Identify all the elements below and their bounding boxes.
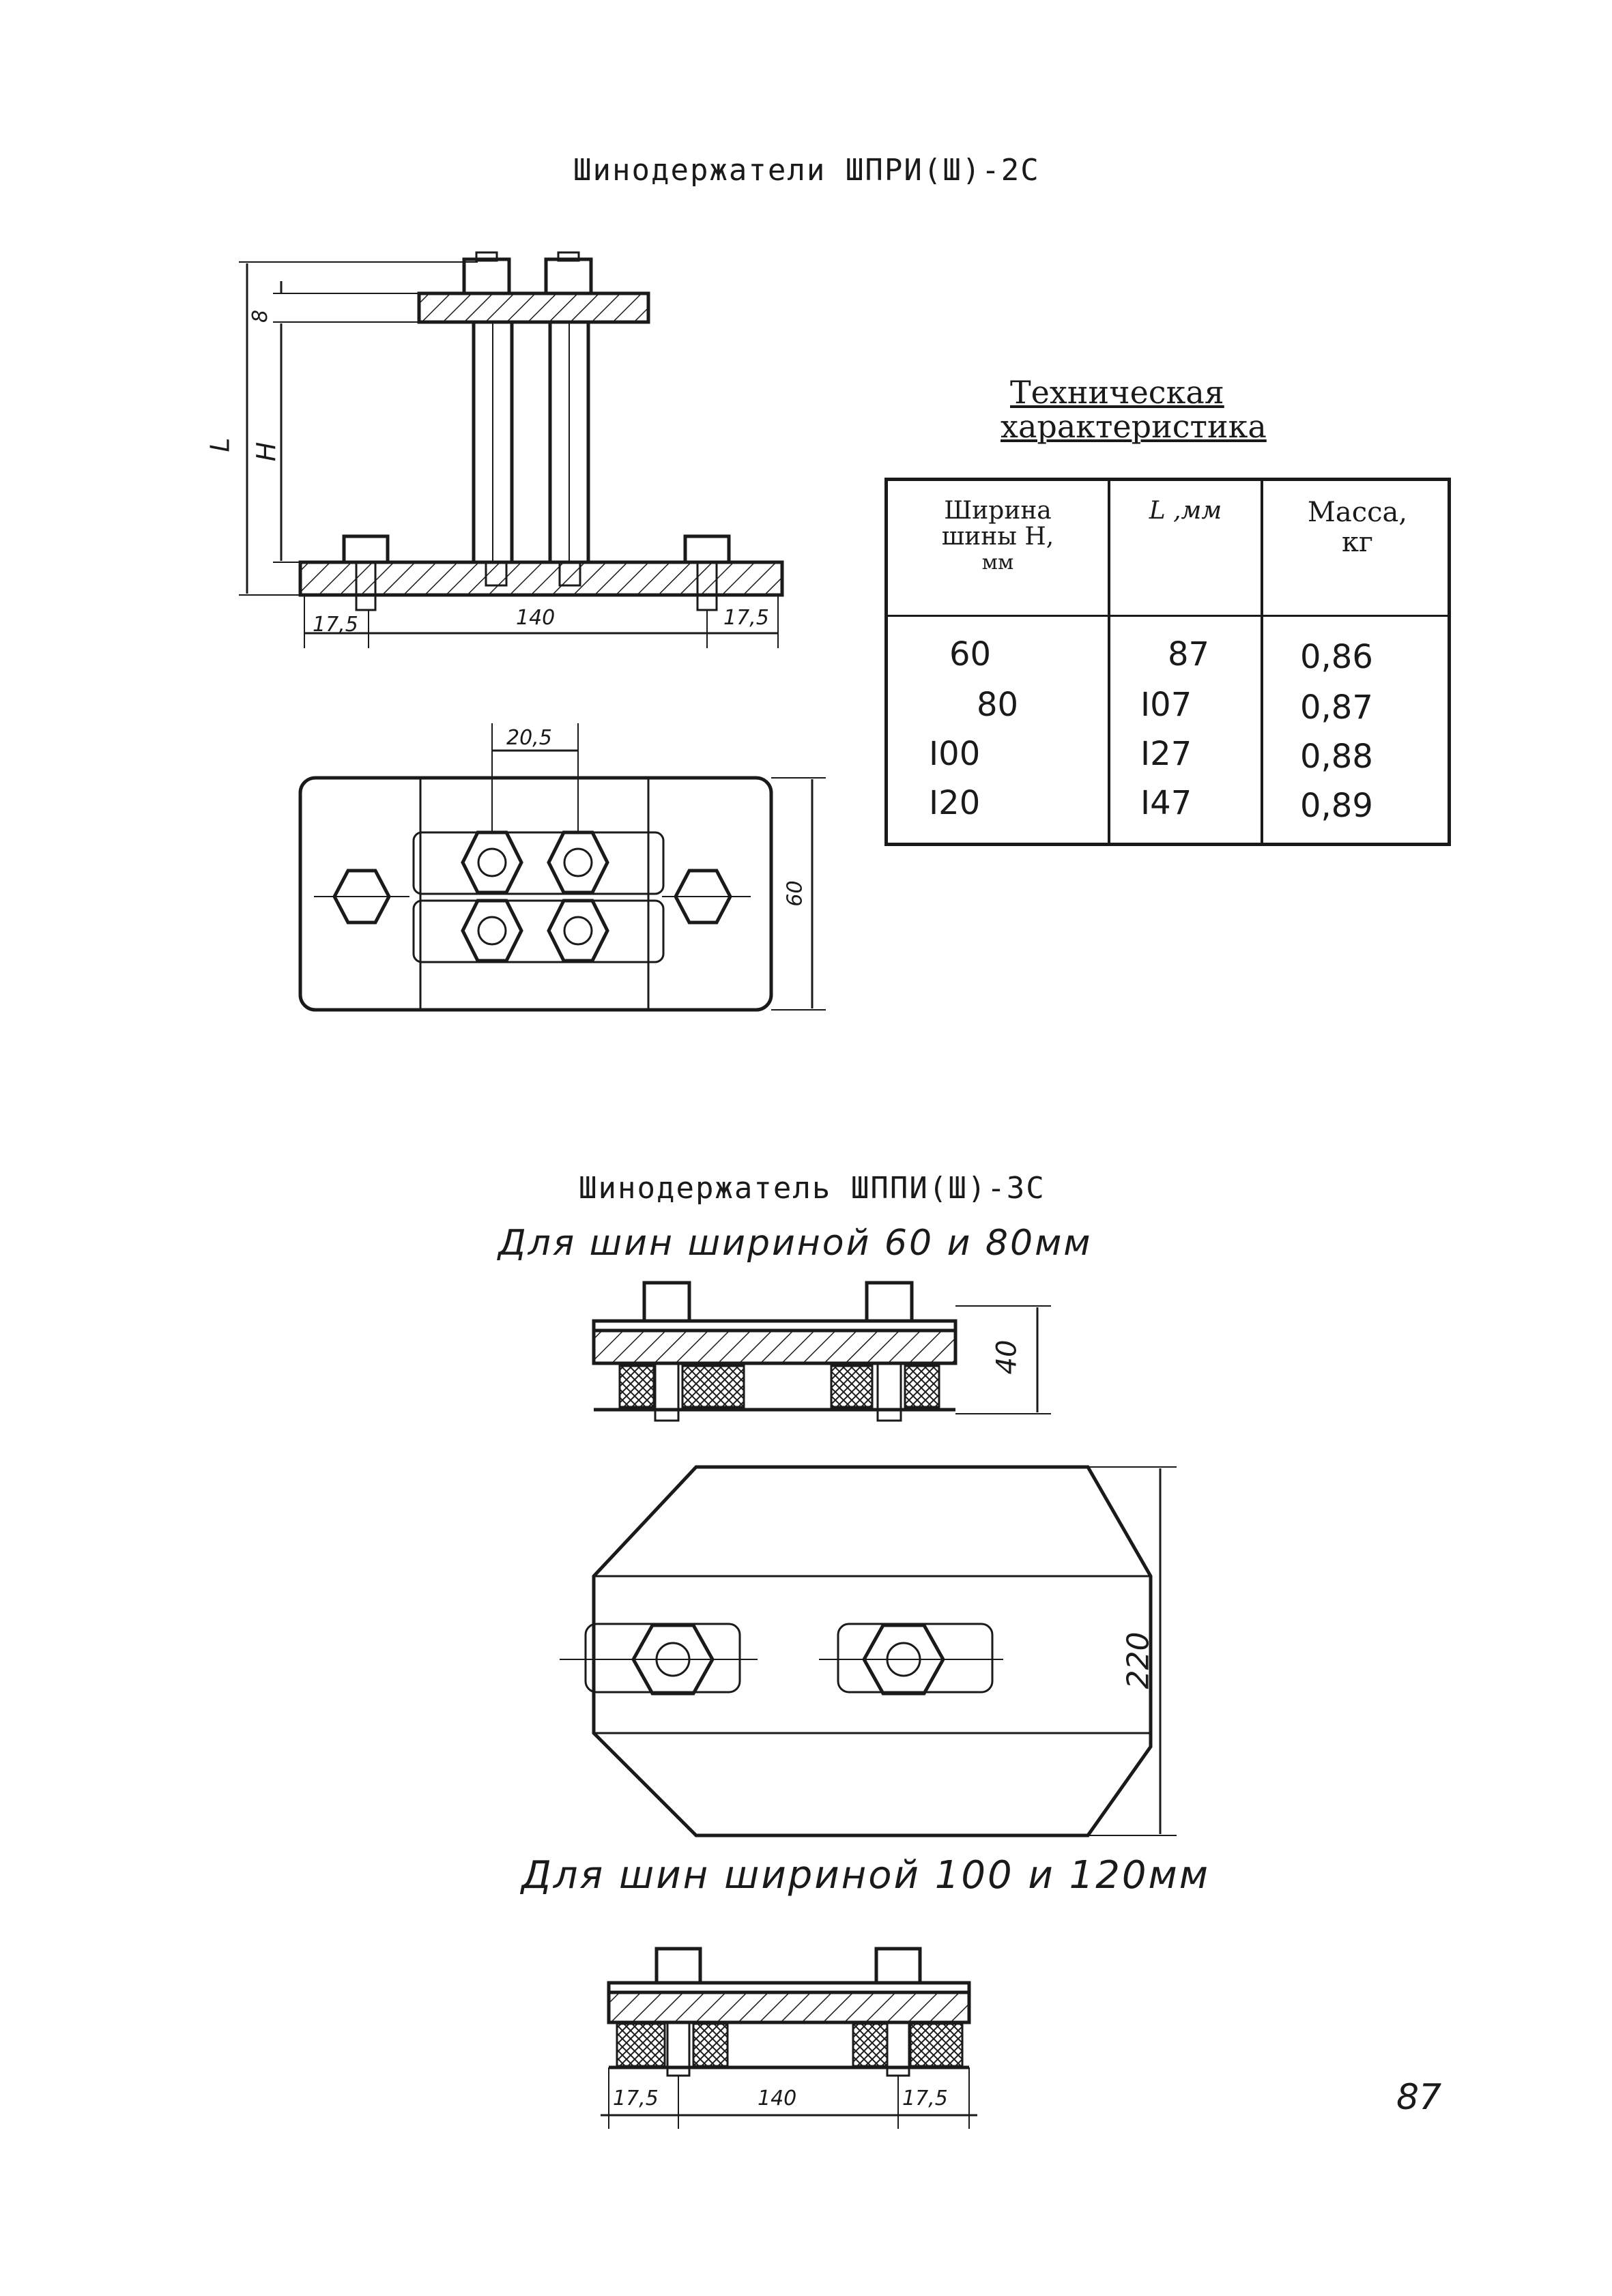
dim-holder-height: 40 <box>991 1339 1023 1375</box>
row-4-length: I47 <box>1140 784 1192 822</box>
holder-2c-plan-view <box>298 723 826 1012</box>
col-length: L ,мм <box>1149 497 1222 525</box>
col-width-l1: Ширина <box>944 497 1052 525</box>
dim-base-length: 140 <box>516 606 556 630</box>
row-2-width: 80 <box>977 686 1019 724</box>
row-3-mass: 0,88 <box>1300 738 1373 776</box>
dim-L: L <box>205 437 235 452</box>
dim-right-offset: 17,5 <box>723 606 769 630</box>
dim-3c-left: 17,5 <box>613 2087 659 2110</box>
page-number: 87 <box>1396 2077 1442 2118</box>
holder-2c-side-view <box>239 251 784 648</box>
dim-bolt-spacing: 20,5 <box>506 726 552 750</box>
dim-holder-length: 220 <box>1121 1631 1156 1689</box>
dim-3c-right: 17,5 <box>902 2087 948 2110</box>
dim-3c-mid: 140 <box>758 2087 797 2110</box>
row-3-width: I00 <box>929 735 981 773</box>
row-1-length: 87 <box>1168 635 1210 673</box>
spec-heading-line2: характеристика <box>1001 408 1267 445</box>
section-2-subtitle-large: Для шин шириной 100 и 120мм <box>521 1853 1210 1898</box>
row-3-length: I27 <box>1140 735 1192 773</box>
spec-heading-line1: Техническая <box>1010 374 1224 411</box>
section-2-title: Шинодержатель ШППИ(Ш)-3С <box>579 1171 1046 1206</box>
spec-table: Ширина шины H, мм L ,мм Масса, кг 60 87 … <box>884 478 1451 846</box>
row-2-length: I07 <box>1140 686 1192 724</box>
section-1-title: Шинодержатели ШПРИ(Ш)-2С <box>573 153 1040 188</box>
dim-plan-height: 60 <box>783 880 807 907</box>
holder-3c-side-view-large <box>601 1947 977 2129</box>
col-mass-l2: кг <box>1342 527 1373 558</box>
row-1-width: 60 <box>949 635 992 673</box>
col-width-l2: шины H, <box>941 523 1054 551</box>
row-4-width: I20 <box>929 784 981 822</box>
holder-3c-side-view-small <box>592 1281 1051 1422</box>
holder-3c-plan-view <box>560 1465 1177 1837</box>
row-1-mass: 0,86 <box>1300 638 1373 676</box>
dim-H: H <box>251 441 282 462</box>
col-mass-l1: Масса, <box>1307 497 1408 528</box>
dim-plate-thickness: 8 <box>248 309 273 323</box>
col-width-l3: мм <box>981 551 1014 575</box>
row-2-mass: 0,87 <box>1300 688 1373 727</box>
section-2-subtitle-small: Для шин шириной 60 и 80мм <box>498 1223 1093 1264</box>
dim-left-offset: 17,5 <box>313 613 358 637</box>
row-4-mass: 0,89 <box>1300 787 1373 825</box>
